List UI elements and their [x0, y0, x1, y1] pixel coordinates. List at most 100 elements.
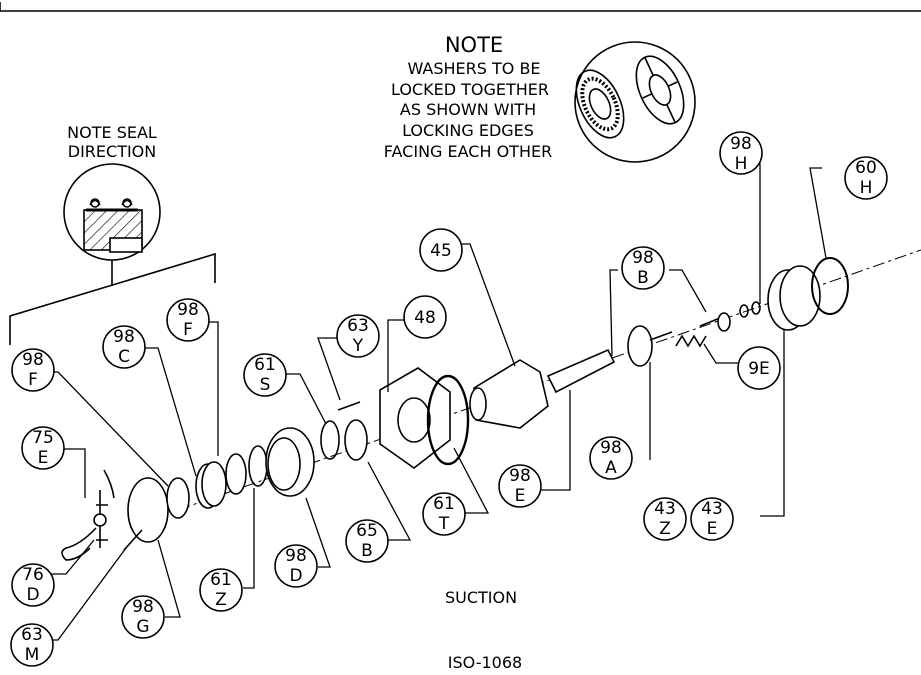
svg-text:98: 98: [177, 300, 199, 320]
hose-76D: [61, 527, 97, 561]
bolt-63Y: [337, 401, 361, 411]
svg-text:Z: Z: [659, 519, 671, 539]
svg-text:98: 98: [22, 350, 44, 370]
callout-98A: 98 A: [589, 436, 633, 480]
svg-text:F: F: [28, 370, 38, 390]
callout-43Z: 43 Z: [643, 497, 687, 541]
bolt-98B: [699, 317, 721, 327]
washer-98H-b: [751, 301, 761, 315]
spring-9E: [675, 334, 707, 348]
washer-note: NOTE WASHERS TO BE LOCKED TOGETHER AS SH…: [384, 33, 552, 161]
note-title: NOTE: [445, 33, 503, 57]
pin-98E: [546, 348, 616, 394]
svg-text:H: H: [860, 178, 873, 198]
callout-98B: 98 B: [621, 246, 665, 290]
svg-text:9E: 9E: [748, 359, 770, 379]
callout-60H: 60 H: [844, 156, 888, 200]
washer-98F-left: [166, 477, 190, 519]
callout-98C: 98 C: [102, 325, 146, 369]
svg-text:43: 43: [654, 499, 676, 519]
drawing-number: ISO-1068: [448, 653, 522, 672]
seal-group-bracket: [9, 252, 216, 345]
callout-65B: 65 B: [345, 519, 389, 563]
svg-text:61: 61: [210, 570, 232, 590]
callout-98F-upper: 98 F: [166, 298, 210, 342]
svg-text:60: 60: [855, 158, 877, 178]
callout-63Y: 63 Y: [336, 314, 380, 358]
svg-text:C: C: [118, 347, 130, 367]
callout-98H: 98 H: [719, 131, 763, 175]
svg-text:M: M: [25, 645, 40, 665]
svg-text:B: B: [361, 541, 373, 561]
callout-75E: 75 E: [21, 426, 65, 470]
callout-98D: 98 D: [274, 544, 318, 588]
svg-text:61: 61: [254, 355, 276, 375]
svg-text:48: 48: [414, 308, 436, 328]
plate-98A: [627, 325, 653, 367]
callout-98G: 98 G: [121, 595, 165, 639]
note-line-2: LOCKED TOGETHER: [391, 80, 549, 99]
svg-text:F: F: [183, 320, 193, 340]
svg-text:T: T: [438, 514, 450, 534]
insert-65B: [344, 419, 368, 461]
svg-text:98: 98: [509, 466, 531, 486]
callout-9E: 9E: [737, 346, 781, 390]
svg-text:E: E: [38, 448, 49, 468]
svg-text:E: E: [707, 519, 718, 539]
oring-61T: [426, 374, 470, 466]
svg-text:61: 61: [433, 494, 455, 514]
oring-60H: [811, 257, 849, 315]
note-line-1: WASHERS TO BE: [407, 59, 540, 78]
svg-text:B: B: [637, 268, 649, 288]
svg-text:98: 98: [600, 438, 622, 458]
callout-98E: 98 E: [498, 464, 542, 508]
callout-98F-left: 98 F: [11, 348, 55, 392]
seal-detail-view: [63, 163, 161, 266]
callout-48: 48: [403, 295, 447, 339]
svg-text:Y: Y: [352, 336, 364, 356]
svg-text:D: D: [289, 566, 302, 586]
washer-detail-view: [574, 41, 696, 163]
svg-text:H: H: [735, 154, 748, 174]
svg-text:D: D: [26, 585, 39, 605]
suction-caption: SUCTION: [445, 588, 517, 607]
washer-98H-a: [739, 304, 749, 318]
leader-lines: [40, 163, 827, 641]
flat-washer: [635, 55, 685, 125]
seal-note: NOTE SEAL DIRECTION: [67, 123, 157, 161]
svg-text:S: S: [260, 375, 271, 395]
fitting-75E: [96, 469, 115, 548]
svg-text:98: 98: [632, 248, 654, 268]
svg-text:76: 76: [22, 565, 44, 585]
note-line-3: AS SHOWN WITH: [400, 100, 536, 119]
oring-61Z: [248, 445, 268, 487]
svg-text:45: 45: [430, 241, 452, 261]
svg-text:98: 98: [285, 546, 307, 566]
callout-43E: 43 E: [690, 497, 734, 541]
washer-98F-upper: [225, 453, 247, 495]
svg-text:75: 75: [32, 428, 54, 448]
svg-text:65: 65: [356, 521, 378, 541]
screw-63M: [123, 529, 143, 551]
svg-text:98: 98: [132, 597, 154, 617]
svg-text:43: 43: [701, 499, 723, 519]
top-border: [0, 2, 921, 12]
plate-98G: [127, 477, 169, 543]
svg-text:98: 98: [113, 327, 135, 347]
seal-note-line-1: NOTE SEAL: [67, 123, 157, 142]
svg-text:98: 98: [730, 134, 752, 154]
note-line-5: FACING EACH OTHER: [384, 142, 552, 161]
svg-text:E: E: [515, 486, 526, 506]
callout-61S: 61 S: [243, 353, 287, 397]
svg-text:G: G: [136, 617, 149, 637]
svg-text:Z: Z: [215, 590, 227, 610]
callout-61Z: 61 Z: [199, 568, 243, 612]
callout-76D: 76 D: [11, 563, 55, 607]
svg-text:A: A: [605, 458, 617, 478]
oring-61S: [320, 420, 340, 460]
callout-63M: 63 M: [10, 623, 54, 667]
parts: [61, 257, 849, 561]
callout-61T: 61 T: [422, 492, 466, 536]
toothed-washer: [575, 69, 625, 139]
callout-45: 45: [419, 228, 463, 272]
